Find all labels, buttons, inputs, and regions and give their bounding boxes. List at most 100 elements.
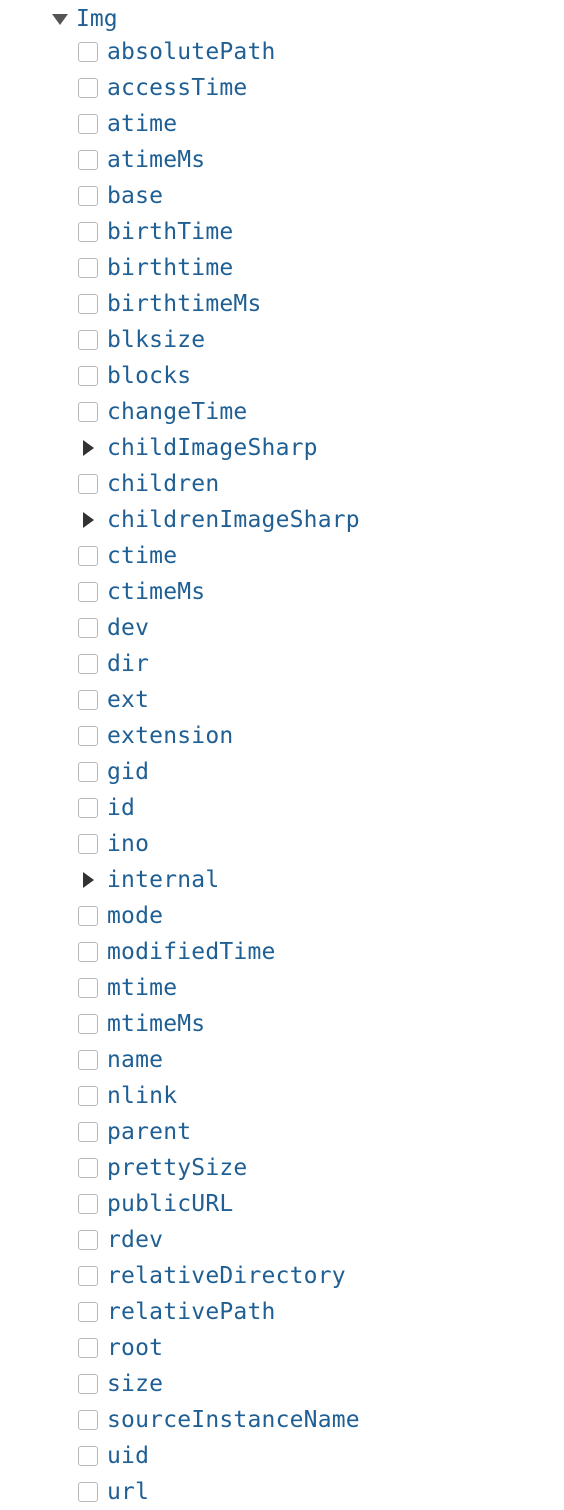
field-checkbox[interactable] <box>78 690 98 710</box>
field-checkbox[interactable] <box>78 1266 98 1286</box>
field-birthTime[interactable]: birthTime <box>78 214 360 250</box>
field-ino[interactable]: ino <box>78 826 360 862</box>
field-base[interactable]: base <box>78 178 360 214</box>
field-checkbox[interactable] <box>78 1302 98 1322</box>
field-url[interactable]: url <box>78 1474 360 1510</box>
field-checkbox[interactable] <box>78 150 98 170</box>
field-nlink[interactable]: nlink <box>78 1078 360 1114</box>
field-ctimeMs[interactable]: ctimeMs <box>78 574 360 610</box>
field-prettySize[interactable]: prettySize <box>78 1150 360 1186</box>
expandable-field-childrenImageSharp[interactable]: childrenImageSharp <box>78 502 360 538</box>
field-checkbox[interactable] <box>78 978 98 998</box>
field-ctime[interactable]: ctime <box>78 538 360 574</box>
field-dir[interactable]: dir <box>78 646 360 682</box>
field-checkbox[interactable] <box>78 618 98 638</box>
field-label: relativeDirectory <box>107 1263 346 1289</box>
field-extension[interactable]: extension <box>78 718 360 754</box>
field-dev[interactable]: dev <box>78 610 360 646</box>
field-checkbox[interactable] <box>78 1230 98 1250</box>
field-checkbox[interactable] <box>78 582 98 602</box>
field-sourceInstanceName[interactable]: sourceInstanceName <box>78 1402 360 1438</box>
field-checkbox[interactable] <box>78 834 98 854</box>
field-checkbox[interactable] <box>78 1014 98 1034</box>
field-mode[interactable]: mode <box>78 898 360 934</box>
field-mtime[interactable]: mtime <box>78 970 360 1006</box>
field-label: blksize <box>107 327 206 353</box>
field-checkbox[interactable] <box>78 474 98 494</box>
field-checkbox[interactable] <box>78 942 98 962</box>
field-label: ctime <box>107 543 178 569</box>
field-label: ino <box>107 831 150 857</box>
caret-right-icon[interactable] <box>78 870 98 890</box>
field-changeTime[interactable]: changeTime <box>78 394 360 430</box>
field-blksize[interactable]: blksize <box>78 322 360 358</box>
field-checkbox[interactable] <box>78 186 98 206</box>
field-checkbox[interactable] <box>78 762 98 782</box>
type-node-label: Img <box>76 6 118 32</box>
field-checkbox[interactable] <box>78 294 98 314</box>
field-accessTime[interactable]: accessTime <box>78 70 360 106</box>
field-label: relativePath <box>107 1299 276 1325</box>
field-checkbox[interactable] <box>78 330 98 350</box>
caret-right-icon[interactable] <box>78 510 98 530</box>
field-label: url <box>107 1479 150 1505</box>
field-gid[interactable]: gid <box>78 754 360 790</box>
field-checkbox[interactable] <box>78 1194 98 1214</box>
field-atimeMs[interactable]: atimeMs <box>78 142 360 178</box>
field-checkbox[interactable] <box>78 1374 98 1394</box>
expandable-field-internal[interactable]: internal <box>78 862 360 898</box>
field-checkbox[interactable] <box>78 1446 98 1466</box>
field-checkbox[interactable] <box>78 1086 98 1106</box>
field-root[interactable]: root <box>78 1330 360 1366</box>
field-id[interactable]: id <box>78 790 360 826</box>
field-checkbox[interactable] <box>78 402 98 422</box>
field-checkbox[interactable] <box>78 114 98 134</box>
field-parent[interactable]: parent <box>78 1114 360 1150</box>
expandable-field-childImageSharp[interactable]: childImageSharp <box>78 430 360 466</box>
field-label: extension <box>107 723 234 749</box>
field-relativeDirectory[interactable]: relativeDirectory <box>78 1258 360 1294</box>
field-relativePath[interactable]: relativePath <box>78 1294 360 1330</box>
field-checkbox[interactable] <box>78 42 98 62</box>
field-label: childImageSharp <box>107 435 318 461</box>
field-checkbox[interactable] <box>78 1482 98 1502</box>
field-checkbox[interactable] <box>78 1050 98 1070</box>
type-node-img[interactable]: Img <box>52 4 118 34</box>
field-atime[interactable]: atime <box>78 106 360 142</box>
field-label: childrenImageSharp <box>107 507 360 533</box>
field-checkbox[interactable] <box>78 366 98 386</box>
field-ext[interactable]: ext <box>78 682 360 718</box>
field-name[interactable]: name <box>78 1042 360 1078</box>
field-modifiedTime[interactable]: modifiedTime <box>78 934 360 970</box>
field-rdev[interactable]: rdev <box>78 1222 360 1258</box>
field-checkbox[interactable] <box>78 726 98 746</box>
field-checkbox[interactable] <box>78 1338 98 1358</box>
field-label: birthtimeMs <box>107 291 262 317</box>
field-label: sourceInstanceName <box>107 1407 360 1433</box>
caret-down-icon[interactable] <box>52 13 68 25</box>
caret-right-icon[interactable] <box>78 438 98 458</box>
field-checkbox[interactable] <box>78 1158 98 1178</box>
field-uid[interactable]: uid <box>78 1438 360 1474</box>
field-checkbox[interactable] <box>78 258 98 278</box>
field-absolutePath[interactable]: absolutePath <box>78 34 360 70</box>
field-birthtimeMs[interactable]: birthtimeMs <box>78 286 360 322</box>
field-checkbox[interactable] <box>78 654 98 674</box>
field-checkbox[interactable] <box>78 78 98 98</box>
field-size[interactable]: size <box>78 1366 360 1402</box>
field-blocks[interactable]: blocks <box>78 358 360 394</box>
field-checkbox[interactable] <box>78 1122 98 1142</box>
field-publicURL[interactable]: publicURL <box>78 1186 360 1222</box>
field-children[interactable]: children <box>78 466 360 502</box>
field-checkbox[interactable] <box>78 1410 98 1430</box>
field-label: ctimeMs <box>107 579 206 605</box>
field-checkbox[interactable] <box>78 546 98 566</box>
field-label: mode <box>107 903 164 929</box>
field-checkbox[interactable] <box>78 798 98 818</box>
field-checkbox[interactable] <box>78 906 98 926</box>
field-birthtime[interactable]: birthtime <box>78 250 360 286</box>
field-label: base <box>107 183 164 209</box>
field-checkbox[interactable] <box>78 222 98 242</box>
field-label: publicURL <box>107 1191 234 1217</box>
field-mtimeMs[interactable]: mtimeMs <box>78 1006 360 1042</box>
